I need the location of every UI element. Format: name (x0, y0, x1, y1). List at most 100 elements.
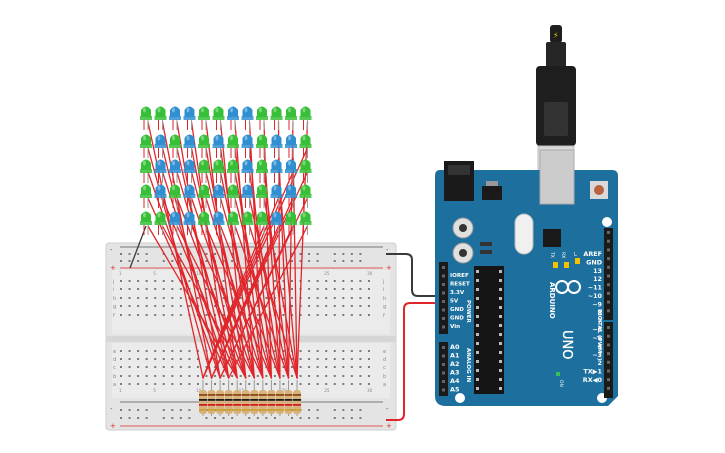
led (183, 184, 196, 208)
led (212, 211, 225, 235)
arduino-pin-label: RX◀0 (583, 376, 603, 384)
digital-label: DIGITAL (PWM~) (596, 309, 602, 361)
row-label: f (383, 313, 385, 319)
power-wire (386, 302, 440, 421)
led (198, 211, 210, 235)
arduino-pin-label: AREF (583, 250, 602, 258)
led (198, 184, 210, 208)
resistor (275, 380, 284, 416)
column-label: 10 (196, 388, 202, 393)
rail-plus-label-bottom: + (110, 422, 116, 430)
resistor (293, 380, 302, 416)
arduino-brand: ARDUINO (548, 282, 556, 319)
resistor (233, 380, 242, 416)
resistor (284, 380, 293, 416)
arduino-pin-label: GND (586, 258, 602, 266)
led (183, 134, 196, 158)
column-label: 1 (119, 271, 122, 276)
arduino-pin-label: 8 (598, 309, 603, 317)
row-label: f (113, 313, 115, 319)
led (154, 184, 167, 208)
row-label: h (383, 296, 386, 302)
led (241, 134, 254, 158)
led (285, 184, 297, 208)
on-label: ON (558, 380, 564, 387)
led (169, 159, 181, 183)
resistor (250, 380, 259, 416)
led (154, 211, 167, 235)
row-label: i (383, 287, 384, 293)
resistor (224, 380, 233, 416)
led (140, 134, 152, 158)
resistor (258, 380, 267, 416)
row-label: g (383, 304, 386, 310)
rail-minus-label-top: - (110, 246, 113, 254)
column-label: 10 (196, 271, 202, 276)
led (212, 159, 225, 183)
led (169, 184, 181, 208)
arduino-pin-label: Vin (450, 324, 460, 330)
column-label: 5 (153, 271, 156, 276)
led (256, 211, 268, 235)
row-label: d (383, 357, 386, 363)
arduino-pin-label: A1 (450, 352, 459, 360)
row-label: d (113, 357, 116, 363)
arduino-pin-label: A0 (450, 343, 460, 351)
resistor-array (199, 380, 302, 416)
led-rx-label: RX (560, 252, 566, 258)
arduino-pin-label: A5 (450, 386, 459, 394)
row-label: c (383, 365, 386, 371)
led (227, 159, 239, 183)
arduino-pin-label: ~9 (592, 300, 602, 308)
row-label: b (383, 374, 387, 380)
led (227, 211, 239, 235)
arduino-model: UNO (559, 330, 574, 359)
led-tx-label: TX (549, 251, 555, 258)
led (256, 184, 268, 208)
led (140, 211, 152, 235)
led (169, 134, 181, 158)
arduino-pin-label: A3 (450, 369, 459, 377)
led (299, 106, 312, 130)
row-label: i (113, 287, 114, 293)
arduino-pin-label: RESET (450, 282, 470, 288)
column-label: 15 (239, 388, 245, 393)
led (183, 211, 196, 235)
row-label: g (113, 304, 116, 310)
led (285, 134, 297, 158)
column-label: 30 (367, 388, 373, 393)
led (285, 159, 297, 183)
arduino-pin-label: GND (450, 307, 464, 313)
led (212, 134, 225, 158)
column-label: 25 (324, 271, 330, 276)
resistor (216, 380, 225, 416)
led (154, 106, 167, 130)
rail-plus-label-bottom-right: + (386, 422, 392, 430)
column-label: 30 (367, 271, 373, 276)
rail-plus-label-top-right: + (386, 264, 392, 272)
led (154, 159, 167, 183)
resistor (199, 380, 207, 416)
row-label: c (113, 365, 116, 371)
led (227, 106, 239, 130)
led (285, 106, 297, 130)
led (270, 159, 283, 183)
led (140, 159, 152, 183)
led (241, 211, 254, 235)
led (140, 184, 152, 208)
arduino-pin-label: 13 (593, 267, 602, 275)
column-label: 5 (153, 388, 156, 393)
arduino-pin-label: 12 (593, 275, 602, 283)
arduino-pin-label: ~11 (588, 284, 602, 292)
rail-plus-label-top: + (110, 264, 116, 272)
arduino-pin-label: A4 (450, 377, 460, 385)
resistor (241, 380, 250, 416)
row-label: e (113, 349, 116, 355)
led (256, 134, 268, 158)
led (154, 134, 167, 158)
arduino-pin-label: A2 (450, 360, 459, 368)
row-label: j (382, 279, 384, 285)
led (256, 106, 268, 130)
led (169, 211, 181, 235)
